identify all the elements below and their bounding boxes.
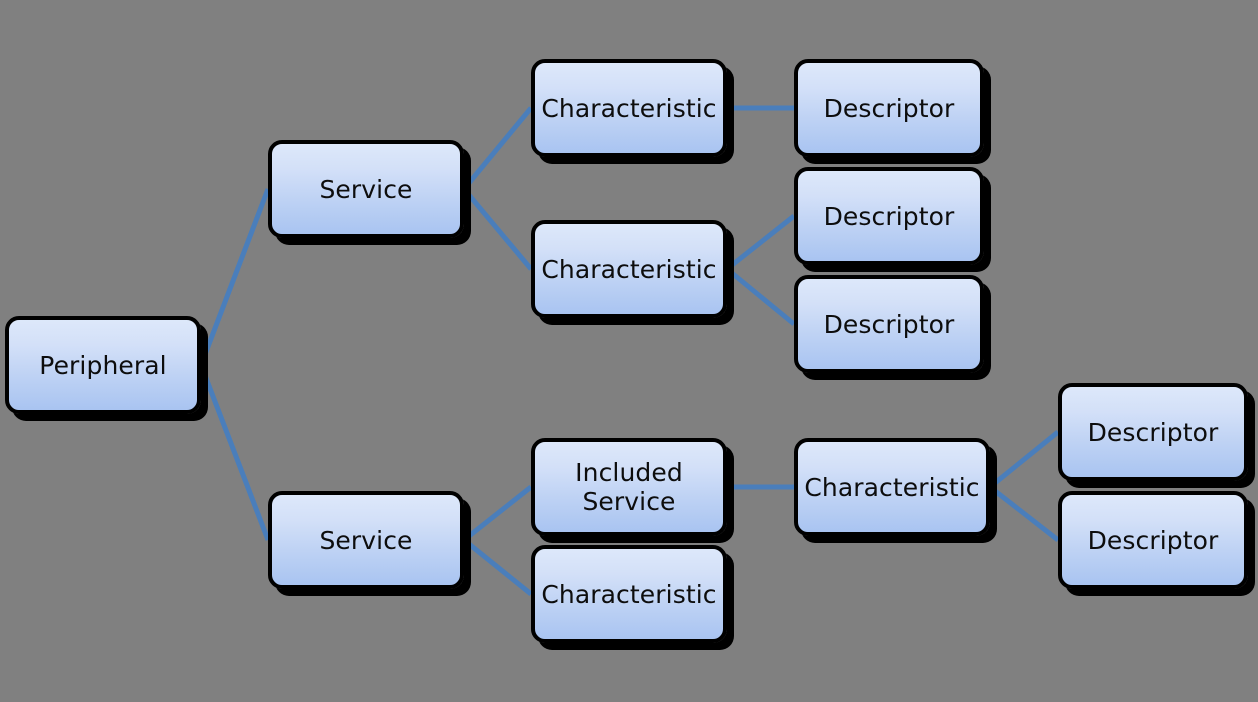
- node-descriptor-4[interactable]: Descriptor: [1058, 383, 1248, 481]
- node-service-1[interactable]: Service: [268, 140, 464, 238]
- node-characteristic-4[interactable]: Characteristic: [531, 545, 727, 643]
- node-included-service[interactable]: Included Service: [531, 438, 727, 536]
- node-characteristic-1[interactable]: Characteristic: [531, 59, 727, 157]
- node-characteristic-2[interactable]: Characteristic: [531, 220, 727, 318]
- node-service-2[interactable]: Service: [268, 491, 464, 589]
- node-characteristic-3[interactable]: Characteristic: [794, 438, 990, 536]
- node-peripheral[interactable]: Peripheral: [5, 316, 201, 414]
- node-descriptor-1[interactable]: Descriptor: [794, 59, 984, 157]
- node-descriptor-2[interactable]: Descriptor: [794, 167, 984, 265]
- node-descriptor-3[interactable]: Descriptor: [794, 275, 984, 373]
- node-descriptor-5[interactable]: Descriptor: [1058, 491, 1248, 589]
